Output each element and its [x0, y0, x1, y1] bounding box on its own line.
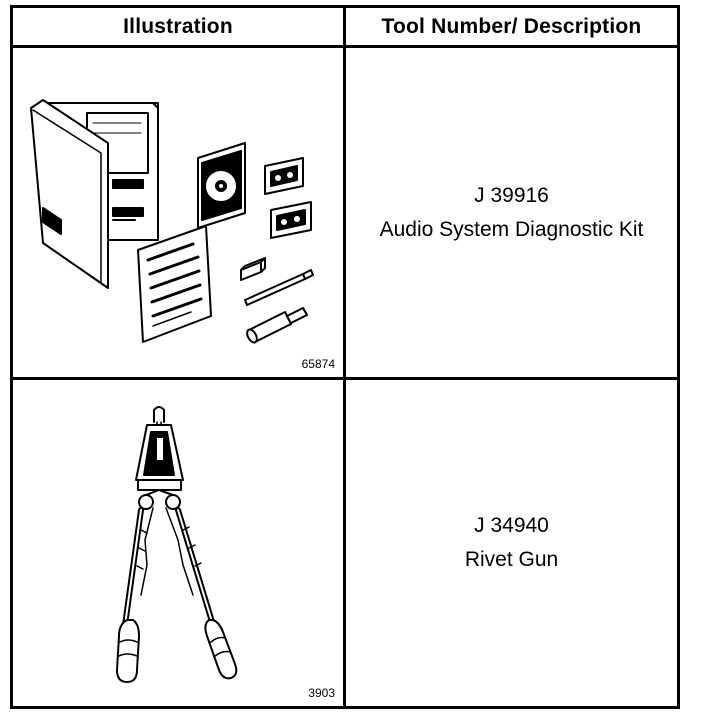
figure-number: 3903	[308, 686, 335, 700]
description-cell-1: J 39916 Audio System Diagnostic Kit	[346, 48, 677, 377]
tool-name: Rivet Gun	[464, 548, 559, 571]
tool-name: Audio System Diagnostic Kit	[379, 217, 644, 241]
header-illustration: Illustration	[123, 14, 233, 38]
tool-number: J 34940	[474, 514, 549, 537]
header-tool-description: Tool Number/ Description	[381, 14, 642, 38]
illustration-cell-1: 65874	[13, 48, 343, 377]
tool-number: J 39916	[474, 183, 549, 207]
rivet-gun-icon	[116, 406, 238, 683]
illustration-cell-2: 3903	[13, 380, 343, 706]
audio-diagnostic-kit-icon	[30, 99, 314, 344]
description-cell-2: J 34940 Rivet Gun	[346, 380, 677, 706]
header-divider	[13, 45, 677, 48]
row-divider	[13, 377, 677, 380]
column-divider	[343, 8, 346, 706]
tool-table: Illustration Tool Number/ Description	[10, 5, 680, 709]
figure-number: 65874	[301, 357, 335, 371]
